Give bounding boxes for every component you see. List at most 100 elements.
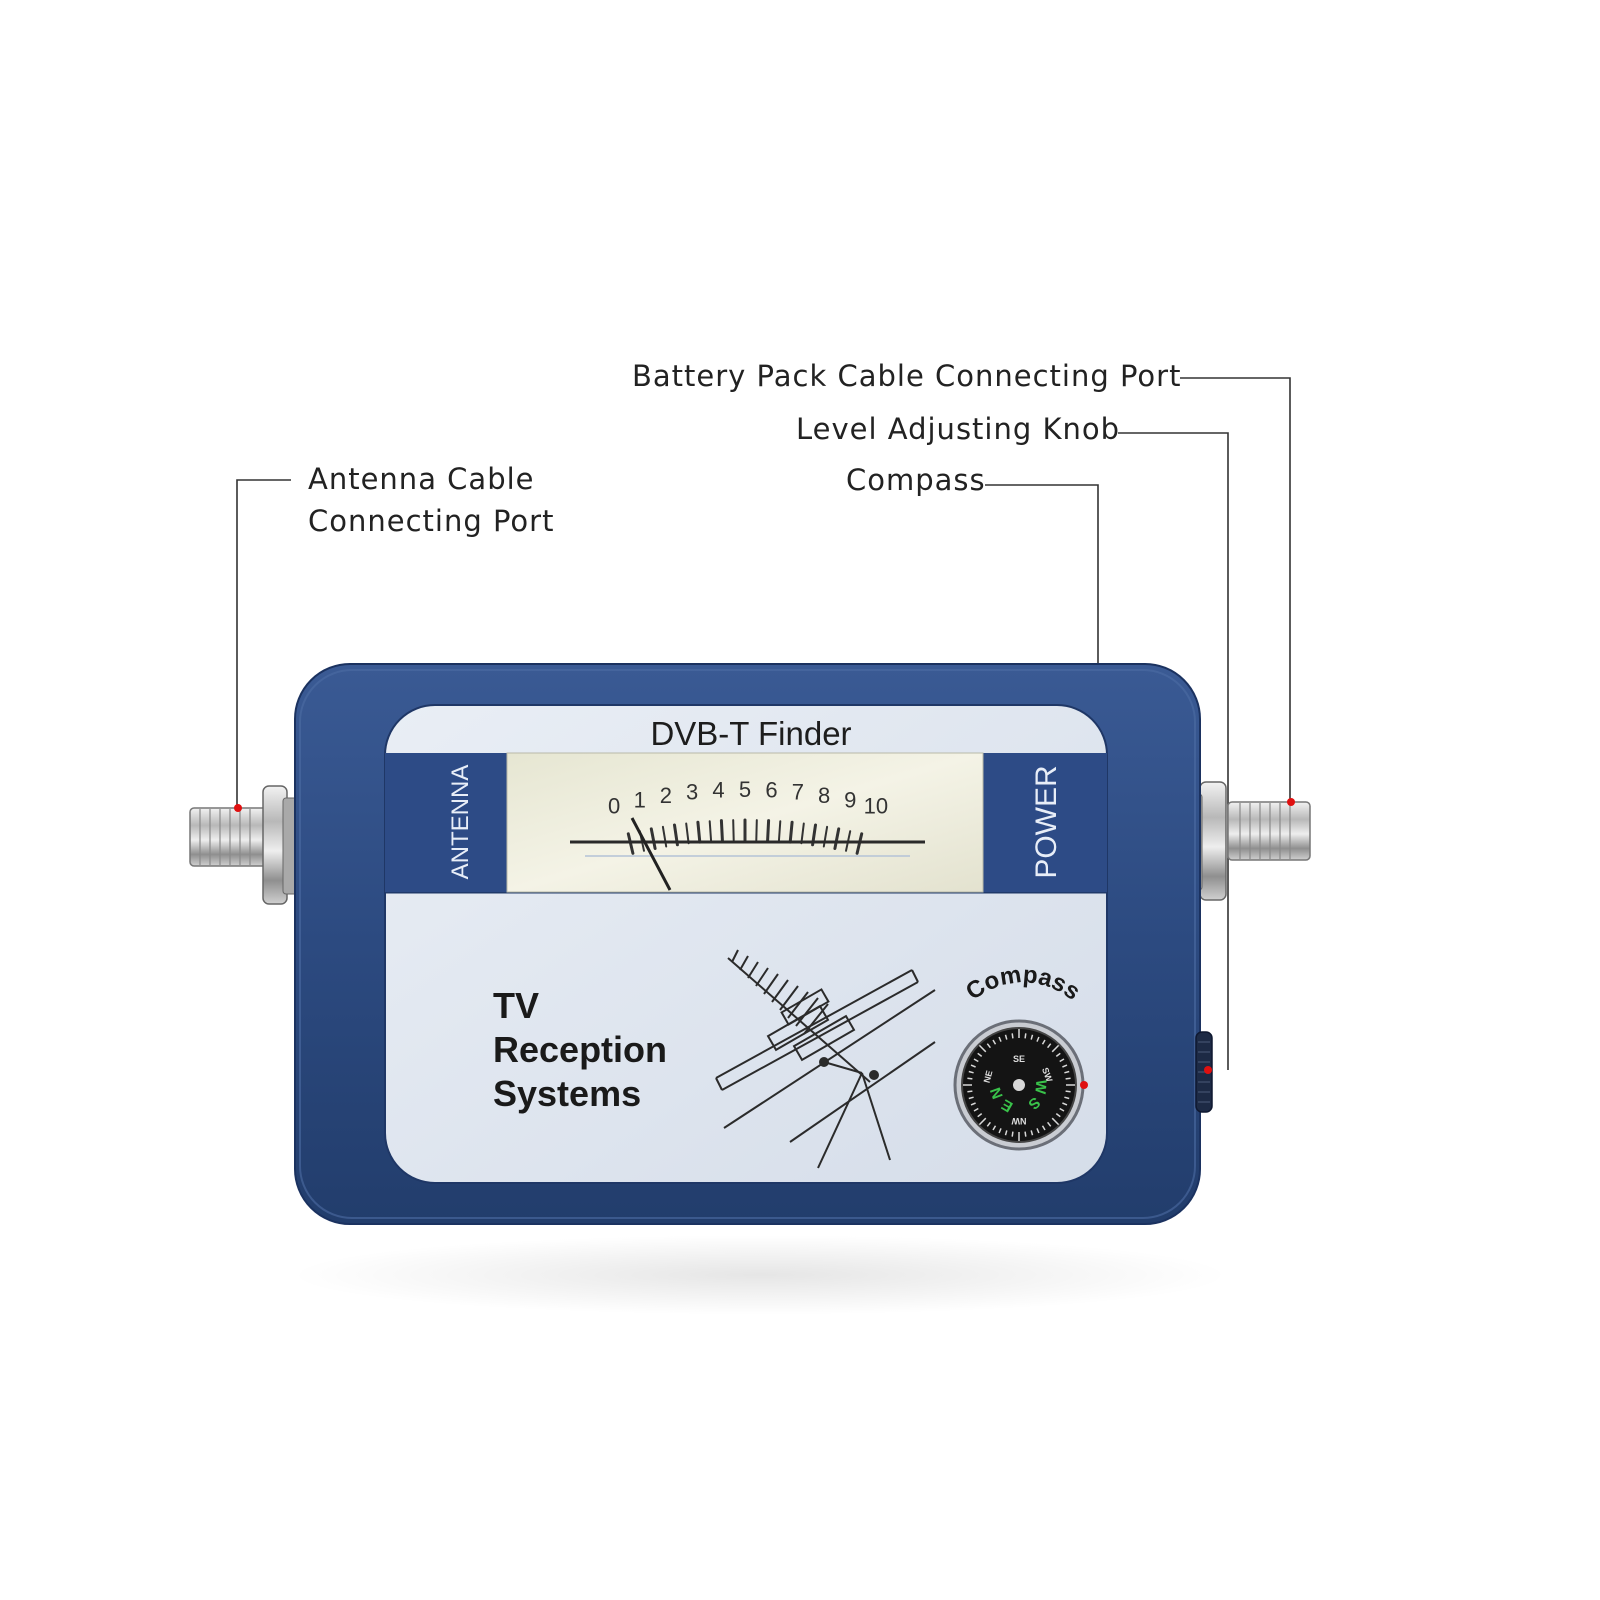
battery-pack-cable-connecting-port (1187, 781, 1311, 901)
compass-tick (1062, 1064, 1068, 1068)
compass-dial-ticks (963, 1029, 1075, 1141)
battery-port-callout-label: Battery Pack Cable Connecting Port (632, 359, 1182, 393)
compass-tick (1011, 1131, 1014, 1137)
antenna-port-leader-line (236, 479, 291, 808)
compass-tick (1036, 1036, 1040, 1042)
compass-callout-dot (1080, 1081, 1088, 1089)
meter-scale-label: 9 (844, 788, 856, 813)
antenna-strip (385, 753, 507, 892)
compass-tick (1047, 1043, 1052, 1049)
antenna-port-callout-line2: Connecting Port (308, 504, 555, 538)
compass-tick (992, 1125, 997, 1131)
compass-tick (973, 1107, 979, 1112)
compass-tick (1064, 1096, 1070, 1100)
compass-tick (978, 1117, 987, 1126)
compass-tick (1059, 1058, 1065, 1063)
compass-tick (970, 1102, 976, 1106)
device-floor-shadow (290, 1235, 1230, 1315)
compass-point-label: NE (982, 1069, 995, 1084)
compass-tick (1011, 1033, 1014, 1039)
meter-scale-label: 7 (792, 780, 804, 805)
compass-tick (1024, 1131, 1027, 1137)
meter-scale-label: 10 (864, 794, 888, 819)
meter-scale-label: 8 (818, 783, 830, 808)
meter-tick (766, 819, 771, 842)
panel-text: TV Reception Systems (493, 985, 667, 1114)
meter-scale-label: 5 (739, 777, 751, 802)
battery-port-leader-line (1180, 377, 1291, 802)
antenna-port-callout-label: Antenna Cable Connecting Port (308, 458, 554, 542)
compass-tick (1055, 1113, 1061, 1118)
compass-tick (1055, 1052, 1061, 1057)
meter-ticks (626, 818, 864, 855)
level-knob-callout-dot (1204, 1066, 1212, 1074)
compass-tick (973, 1058, 979, 1063)
compass-point-label: SE (1013, 1054, 1025, 1064)
meter-tick (719, 819, 724, 842)
antenna-cable-connecting-port (189, 785, 298, 905)
compass-point-label: W (1031, 1079, 1049, 1095)
meter-tick (696, 820, 702, 844)
power-strip (983, 753, 1107, 892)
compass-tick (1059, 1107, 1065, 1112)
antenna-port-callout-line1: Antenna Cable (308, 462, 535, 496)
compass-callout-label: Compass (846, 463, 986, 497)
compass-tick (998, 1128, 1002, 1134)
level-adjusting-knob (1195, 1031, 1213, 1113)
meter-scale-label: 2 (660, 783, 672, 808)
compass-point-label: SW (1040, 1066, 1055, 1084)
compass-tick (1041, 1125, 1046, 1131)
compass-tick (977, 1113, 983, 1118)
antenna-strip-label: ANTENNA (447, 765, 474, 880)
compass-tick (1030, 1034, 1034, 1040)
meter-scale-label: 1 (634, 788, 646, 813)
compass-tick (968, 1096, 974, 1100)
meter-tick (755, 819, 758, 842)
compass-tick (1065, 1090, 1071, 1093)
battery-port-callout-dot (1287, 798, 1295, 806)
antenna-port-callout-dot (234, 804, 242, 812)
meter-tick (855, 832, 864, 855)
compass-tick (977, 1052, 983, 1057)
compass-tick (1065, 1077, 1071, 1080)
device-face-title: DVB-T Finder (650, 715, 851, 752)
panel-text-line2: Reception (493, 1029, 667, 1070)
meter-tick (708, 820, 713, 843)
compass-tick (986, 1121, 991, 1127)
power-strip-label: POWER (1030, 765, 1063, 878)
meter-tick (685, 822, 690, 845)
panel-text-line1: TV (493, 985, 539, 1026)
meter-tick (788, 820, 794, 844)
compass-tick (1024, 1033, 1027, 1039)
compass-tick (1004, 1130, 1008, 1136)
compass-tick (970, 1064, 976, 1068)
compass-tick (986, 1043, 991, 1049)
meter-tick (732, 819, 735, 842)
meter-tick (833, 827, 841, 850)
compass-tick (978, 1044, 987, 1053)
level-knob-callout-label: Level Adjusting Knob (796, 412, 1121, 446)
compass-tick (1004, 1034, 1008, 1040)
meter-tick (626, 832, 635, 855)
compass-tick (968, 1070, 974, 1074)
compass-tick (967, 1077, 973, 1080)
tv-antenna-icon (715, 949, 936, 1169)
compass-tick (1047, 1121, 1052, 1127)
compass-tick (1051, 1044, 1060, 1053)
meter-scale-label: 6 (765, 778, 777, 803)
panel-text-line3: Systems (493, 1073, 641, 1114)
meter-tick (649, 827, 657, 850)
meter-scale-label: 0 (608, 794, 620, 819)
meter-needle (630, 817, 672, 891)
meter-scale-label: 4 (712, 778, 724, 803)
meter-tick (777, 820, 782, 843)
compass-tick (1036, 1128, 1040, 1134)
compass-tick (1064, 1070, 1070, 1074)
compass-point-label: NW (1011, 1116, 1026, 1126)
compass-tick (998, 1036, 1002, 1042)
compass-tick (1051, 1117, 1060, 1126)
compass-tick (992, 1039, 997, 1045)
